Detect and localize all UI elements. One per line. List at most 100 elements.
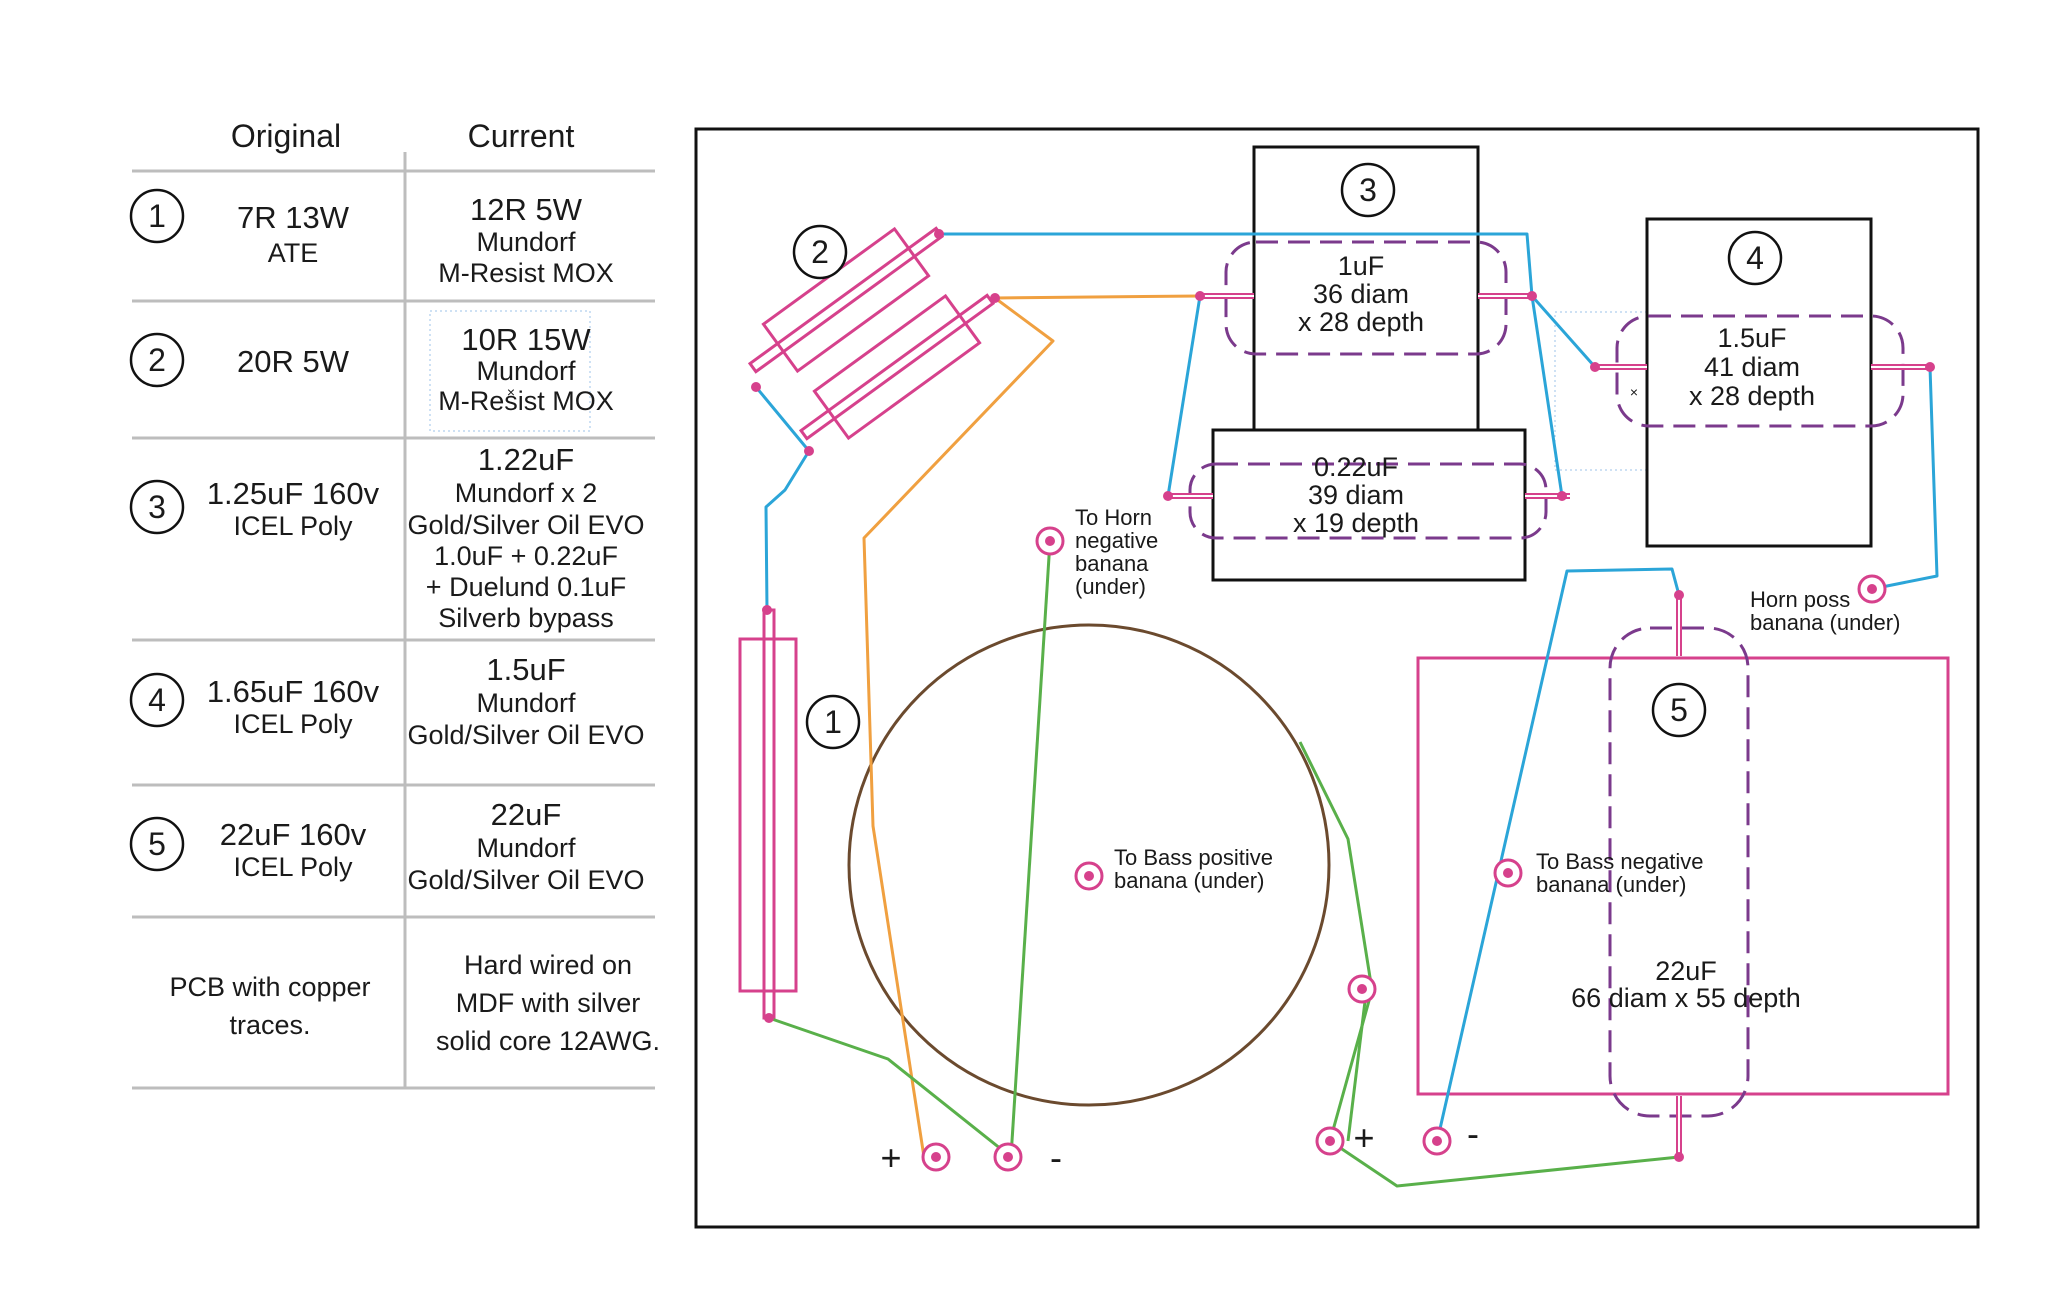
row-number-badge	[129, 479, 185, 535]
wire-blue	[1435, 567, 1681, 1143]
terminal-posts	[921, 526, 1887, 1172]
current-brand: Mundorf	[476, 227, 576, 257]
label-line: To Horn	[1075, 505, 1152, 530]
original-brand: ATE	[268, 238, 319, 268]
table-row: 3 1.25uF 160v ICEL Poly 1.22uF Mundorf x…	[129, 442, 645, 633]
row-number: 1	[148, 198, 166, 234]
row-number: 2	[148, 342, 166, 378]
capacitor-022-body	[1188, 462, 1548, 540]
bass-positive-label: To Bass positive banana (under)	[1114, 845, 1273, 893]
post-center	[1867, 584, 1877, 594]
current-construction-line-1: Hard wired on	[464, 950, 632, 980]
current-spec: 10R 15W	[461, 322, 591, 357]
original-spec: 1.25uF 160v	[207, 476, 380, 511]
solder-joint	[1674, 590, 1684, 600]
row-number-badge	[129, 816, 185, 872]
board-outline	[694, 127, 1980, 1229]
solder-joint	[990, 293, 1000, 303]
solder-joint	[804, 446, 814, 456]
output-plus-sign: +	[1353, 1117, 1374, 1158]
label-line: Horn poss	[1750, 587, 1850, 612]
post-center	[1432, 1136, 1442, 1146]
solder-joint	[764, 1013, 774, 1023]
component-number: 5	[1670, 692, 1688, 728]
bass-inductor-coil	[847, 623, 1331, 1107]
post-center	[1503, 868, 1513, 878]
original-spec: 20R 5W	[237, 344, 350, 379]
input-plus-sign: +	[880, 1137, 901, 1178]
current-brand: Mundorf x 2	[455, 478, 598, 508]
capacitor-022-diameter: 39 diam	[1308, 480, 1404, 510]
component-number-badge	[805, 694, 861, 750]
wire-green	[768, 1016, 1012, 1159]
capacitor-3-depth: x 28 depth	[1298, 307, 1424, 337]
capacitor-4-diameter: 41 diam	[1704, 352, 1800, 382]
capacitor-5: 5 22uF 66 diam x 55 depth	[1416, 595, 1950, 1157]
post-center	[1084, 871, 1094, 881]
solder-joint	[762, 605, 772, 615]
solder-joint	[1163, 491, 1173, 501]
selection-marker-icon: ×	[1630, 384, 1638, 400]
current-spec: 22uF	[491, 797, 562, 832]
selection-box	[429, 310, 591, 432]
table-row: 5 22uF 160v ICEL Poly 22uF Mundorf Gold/…	[129, 797, 645, 895]
resistor-1-lead	[762, 608, 776, 1020]
original-brand: ICEL Poly	[233, 852, 353, 882]
wire-blue	[1871, 366, 1939, 591]
table-row-construction: PCB with copper traces. Hard wired on MD…	[169, 950, 660, 1056]
original-spec: 1.65uF 160v	[207, 674, 380, 709]
component-number-badge	[1727, 230, 1783, 286]
wires	[754, 232, 1939, 1188]
post-center	[1045, 536, 1055, 546]
capacitor-3-value: 1uF	[1338, 251, 1385, 281]
bass-negative-label: To Bass negative banana (under)	[1536, 849, 1704, 897]
capacitor-5-value: 22uF	[1655, 956, 1717, 986]
input-minus-sign: -	[1050, 1137, 1062, 1178]
current-construction-line-3: solid core 12AWG.	[436, 1026, 660, 1056]
label-line: banana (under)	[1536, 872, 1686, 897]
table-row: 1 7R 13W ATE 12R 5W Mundorf M-Resist MOX	[129, 188, 614, 288]
capacitor-022-footprint	[1211, 428, 1527, 582]
horn-negative-label: To Horn negative banana (under)	[1075, 505, 1158, 599]
wire-orange	[862, 296, 1055, 1158]
component-number-badge	[1651, 682, 1707, 738]
capacitor-022: 0.22uF 39 diam x 19 depth	[1167, 428, 1570, 582]
wiring-diagram: × × 5 22uF 66 diam x 55 depth 3	[507, 127, 1980, 1229]
wire-blue	[1166, 295, 1202, 497]
current-bypass: + Duelund 0.1uF	[426, 572, 626, 602]
capacitor-5-size: 66 diam x 55 depth	[1571, 983, 1801, 1013]
resistor-2: 2	[747, 224, 996, 441]
capacitor-4-body	[1615, 314, 1905, 428]
label-line: banana	[1075, 551, 1149, 576]
row-number: 5	[148, 826, 166, 862]
solder-joint	[1674, 1152, 1684, 1162]
wire-green	[1346, 984, 1369, 1142]
post-center	[1325, 1136, 1335, 1146]
wire-blue	[1530, 295, 1597, 368]
component-number: 3	[1359, 172, 1377, 208]
wire-green	[1329, 1139, 1680, 1188]
row-number: 4	[148, 682, 166, 718]
current-model: Gold/Silver Oil EVO	[407, 720, 644, 750]
resistor-2a	[747, 226, 945, 374]
label-line: To Bass negative	[1536, 849, 1704, 874]
wire-green	[1009, 540, 1052, 1158]
post-center	[1003, 1152, 1013, 1162]
current-model: Gold/Silver Oil EVO	[407, 510, 644, 540]
solder-joint	[1590, 362, 1600, 372]
component-table: Original Current 1 7R 13W ATE 12R 5W Mun…	[129, 118, 660, 1090]
wire-orange	[994, 294, 1201, 300]
post-center	[931, 1152, 941, 1162]
capacitor-022-depth: x 19 depth	[1293, 508, 1419, 538]
horn-positive-label: Horn poss banana (under)	[1750, 587, 1900, 635]
resistor-2b	[798, 293, 996, 441]
current-spec: 1.22uF	[478, 442, 575, 477]
current-brand: Mundorf	[476, 688, 576, 718]
component-number-badge	[1340, 162, 1396, 218]
component-number: 4	[1746, 240, 1764, 276]
solder-joints	[751, 229, 1935, 1162]
capacitor-3: 3 1uF 36 diam x 28 depth	[1200, 145, 1532, 437]
current-model: M-Resist MOX	[438, 386, 614, 416]
capacitor-4-value: 1.5uF	[1717, 323, 1786, 353]
